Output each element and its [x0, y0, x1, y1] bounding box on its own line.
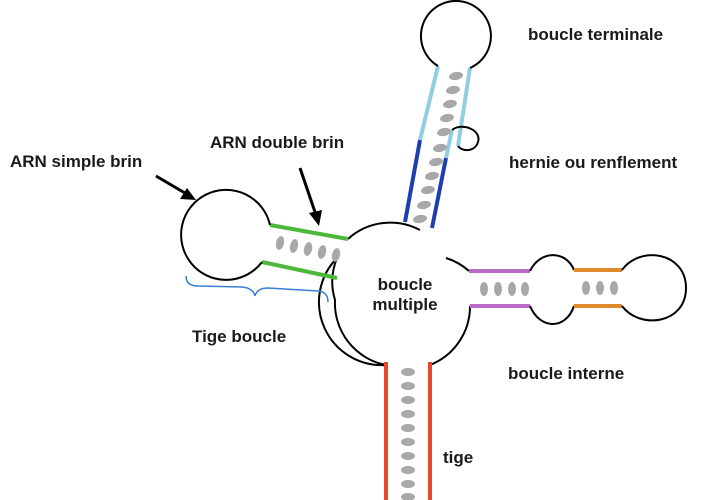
internal-arm-right-stem: [574, 268, 622, 308]
label-internal-loop: boucle interne: [508, 364, 625, 383]
base-pairs-internal-left: [480, 282, 529, 296]
base-pairs-upper-stem: [413, 71, 463, 224]
bulge: [451, 125, 480, 152]
bottom-stem: [384, 362, 432, 500]
hairpin-loop: [180, 188, 271, 281]
stem-loop-brace: [185, 275, 329, 303]
label-stem: tige: [443, 448, 474, 467]
label-multiple-loop-line2: multiple: [372, 295, 438, 314]
multiple-loop: [318, 221, 472, 367]
internal-arm-left-stem: [469, 269, 530, 308]
hairpin-stem: [261, 223, 349, 280]
label-stem-loop: Tige boucle: [192, 327, 287, 346]
label-bulge: hernie ou renflement: [509, 153, 678, 172]
base-pairs-bottom-stem: [401, 368, 415, 500]
arrow-double-strand: [298, 167, 322, 226]
right-end-loop: [621, 254, 688, 322]
terminal-loop: [419, 0, 492, 69]
arrow-single-strand: [155, 174, 196, 200]
label-multiple-loop: boucle multiple: [360, 275, 450, 315]
upper-stem: [403, 65, 472, 229]
base-pairs-hairpin: [275, 236, 341, 262]
label-multiple-loop-line1: boucle: [377, 275, 433, 294]
base-pairs-internal-right: [582, 281, 618, 295]
label-terminal-loop: boucle terminale: [528, 25, 664, 44]
label-double-strand: ARN double brin: [210, 133, 345, 152]
label-single-strand: ARN simple brin: [10, 152, 143, 171]
internal-loop: [529, 254, 575, 325]
